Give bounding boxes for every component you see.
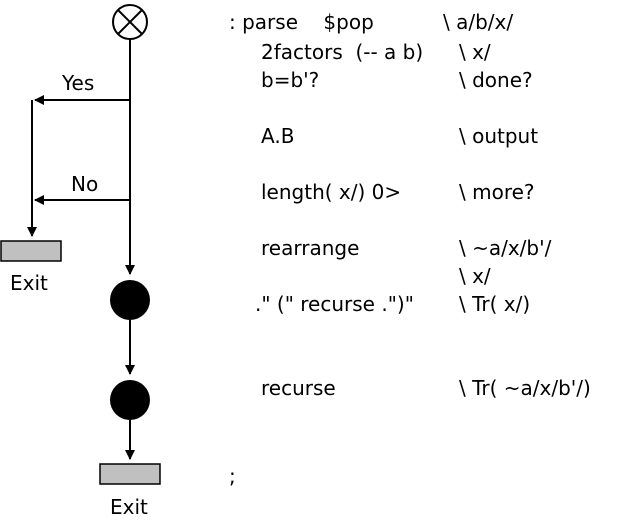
- yes-label: Yes: [62, 71, 95, 95]
- code-line-rearrange: rearrange: [261, 236, 360, 260]
- comment-length: \ more?: [459, 180, 535, 204]
- start-node-icon: [112, 4, 148, 40]
- exit-box-bottom: [99, 463, 161, 485]
- code-line-length: length( x/) 0>: [261, 180, 402, 204]
- code-line-compare: b=b'?: [261, 68, 320, 92]
- comment-compare: \ done?: [459, 68, 533, 92]
- comment-2factors: \ x/: [459, 40, 491, 64]
- exit-label-left: Exit: [10, 271, 48, 295]
- no-label: No: [71, 172, 99, 196]
- code-line-output: A.B: [261, 124, 295, 148]
- code-line-end: ;: [229, 464, 236, 488]
- code-line-parse: : parse $pop: [229, 10, 374, 34]
- output-node: [110, 280, 150, 320]
- code-line-print: ." (" recurse .")": [255, 292, 414, 316]
- code-line-2factors: 2factors (-- a b): [261, 40, 424, 64]
- comment-parse: \ a/b/x/: [443, 10, 514, 34]
- exit-box-left: [0, 240, 62, 262]
- comment-x: \ x/: [459, 264, 491, 288]
- recurse-node: [110, 380, 150, 420]
- comment-rearrange: \ ~a/x/b'/: [459, 236, 552, 260]
- comment-recurse: \ Tr( ~a/x/b'/): [459, 376, 591, 400]
- comment-output: \ output: [459, 124, 539, 148]
- code-line-recurse: recurse: [261, 376, 336, 400]
- comment-print: \ Tr( x/): [459, 292, 531, 316]
- exit-label-bottom: Exit: [110, 495, 148, 519]
